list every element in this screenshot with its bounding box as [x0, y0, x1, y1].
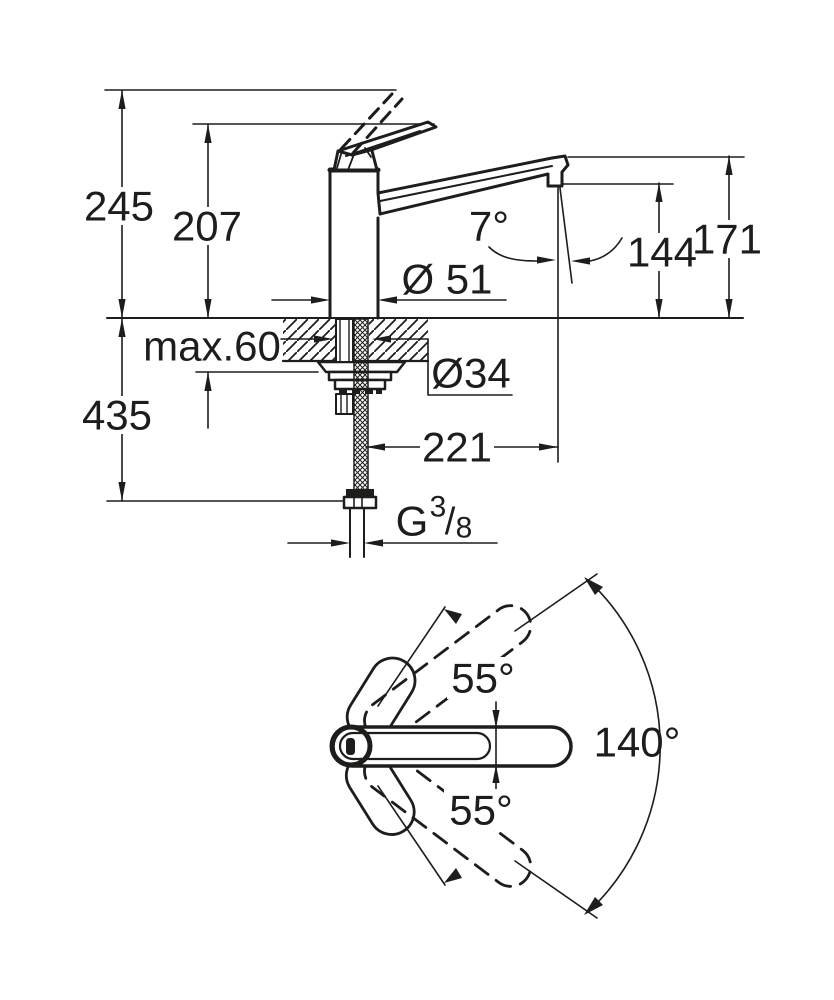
- angle-swivel-upper-label: 55°: [451, 655, 515, 702]
- pivot-ring: [329, 724, 373, 768]
- threaded-shank: [335, 318, 354, 363]
- dim-outlet-height-label: 144: [627, 229, 697, 276]
- label-backgrounds: [82, 187, 762, 465]
- spout: [376, 154, 570, 216]
- side-view-labels: 245 207 435 144 171 7° Ø 51 max.60 Ø34 2…: [82, 183, 762, 545]
- thread-denominator: 8: [456, 512, 473, 545]
- hose-collar: [346, 489, 374, 497]
- dimension-arrowheads: [118, 90, 733, 547]
- thread-letter: G: [396, 498, 429, 545]
- top-view-labels: 55° 55° 140°: [449, 655, 680, 834]
- dim-hole-diameter-label: Ø34: [431, 350, 510, 397]
- flex-hose: [353, 318, 369, 492]
- angle-arrowheads: [444, 577, 603, 915]
- dim-spout-reach-label: 221: [422, 424, 492, 471]
- dim-spout-tip-height-label: 171: [692, 216, 762, 263]
- handle-lever: [336, 120, 438, 157]
- handle-raised-dashed: [339, 92, 404, 155]
- pivot-slot: [346, 738, 355, 755]
- extension-lines: [104, 89, 745, 502]
- dim-base-diameter-label: Ø 51: [401, 256, 492, 303]
- dim-mount-thickness-label: max.60: [143, 323, 281, 370]
- dimension-lines: [121, 89, 730, 544]
- connection-tube: [349, 507, 365, 558]
- spout-plan: [329, 724, 573, 768]
- dim-thread-label: G 3 / 8: [396, 491, 473, 545]
- angle-swivel-lower-label: 55°: [449, 787, 513, 834]
- dim-lever-height-label: 207: [172, 203, 242, 250]
- hose-nut: [342, 495, 378, 510]
- side-view: 245 207 435 144 171 7° Ø 51 max.60 Ø34 2…: [82, 89, 762, 558]
- angle-swivel-total-label: 140°: [594, 719, 681, 766]
- dim-spout-angle-label: 7°: [469, 203, 509, 250]
- dim-overall-height-label: 245: [84, 183, 154, 230]
- swivel-arc: [587, 579, 661, 913]
- dim-below-counter-label: 435: [82, 392, 152, 439]
- thread-slash: /: [445, 501, 456, 543]
- shank-fitting: [335, 393, 354, 415]
- thread-numerator: 3: [430, 491, 447, 524]
- top-view: 55° 55° 140°: [329, 573, 680, 919]
- deck-hatch-left: [283, 319, 336, 361]
- angle-label-backgrounds: [444, 657, 521, 831]
- mounting-hardware: [316, 318, 407, 558]
- faucet-body: [327, 92, 570, 320]
